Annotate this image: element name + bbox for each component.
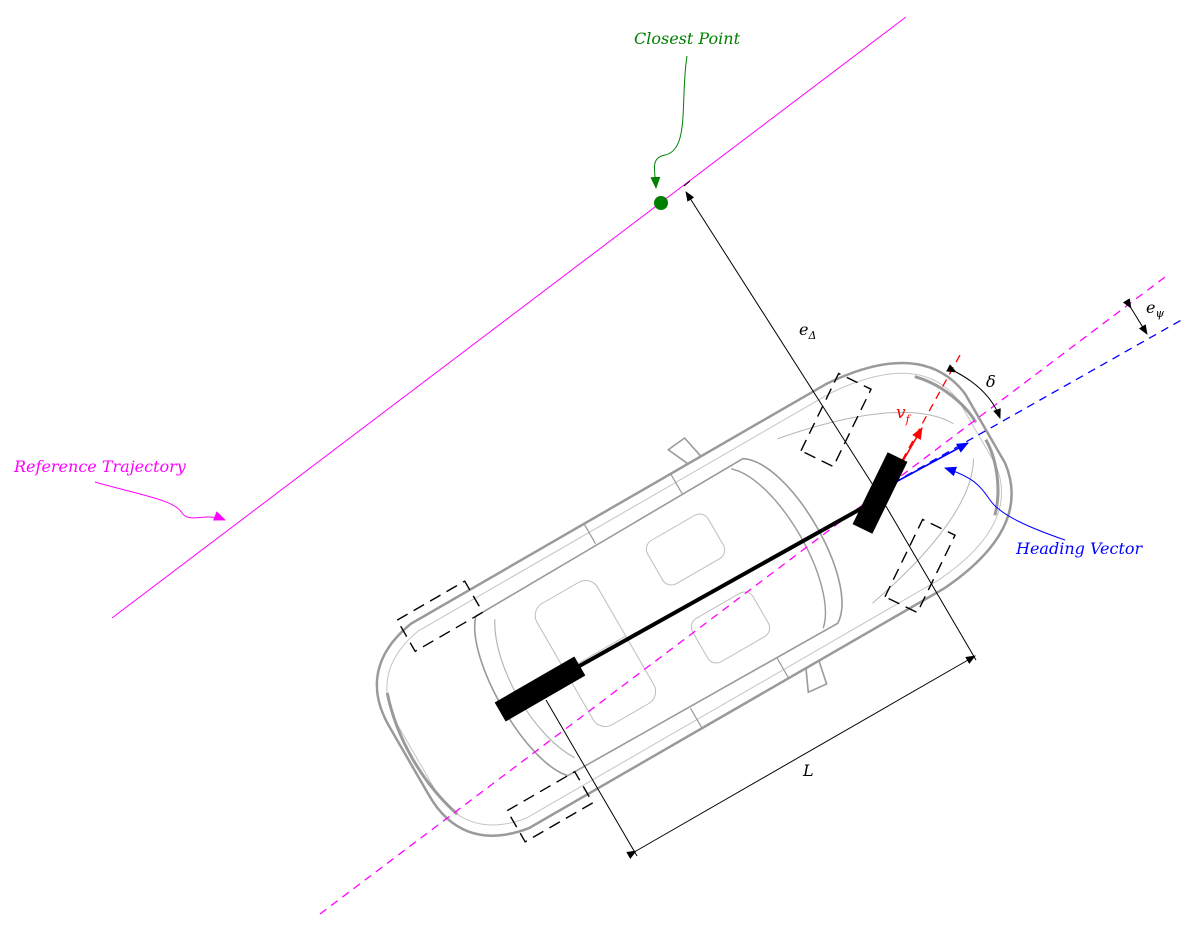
rear-wheel [494, 656, 586, 722]
heading-vector-label: Heading Vector [1015, 539, 1144, 558]
front-left-wheel-well [800, 372, 872, 468]
cross-track-error-sub: Δ [807, 329, 816, 342]
front-wheel [852, 452, 908, 534]
front-right-wheel-well [884, 518, 956, 614]
cross-track-error-base: e [799, 320, 808, 339]
heading-error-base: e [1146, 298, 1155, 317]
steering-angle-label: δ [986, 372, 996, 391]
heading-error-label: eψ [1146, 298, 1164, 320]
cross-track-extension [683, 180, 691, 187]
reference-trajectory-line [111, 16, 907, 619]
front-velocity-label: vf [896, 403, 912, 426]
front-velocity-sub: f [905, 413, 912, 426]
reference-trajectory-leader [94, 481, 226, 521]
steering-angle-arc [946, 364, 1001, 419]
heading-error-arrow [1122, 298, 1148, 335]
vehicle-axis-dashed [319, 276, 1166, 915]
cross-track-error-label: eΔ [799, 320, 816, 342]
closest-point-label: Closest Point [634, 29, 741, 48]
closest-point-leader [650, 55, 688, 189]
car-outline [375, 361, 1013, 843]
heading-vector-line [880, 317, 1186, 491]
wheelbase-dimension-line [626, 655, 976, 859]
front-velocity-base: v [896, 403, 906, 423]
cross-track-error-line [685, 191, 881, 497]
heading-error-sub: ψ [1155, 307, 1164, 320]
front-axle-extension [879, 495, 977, 661]
reference-trajectory-label: Reference Trajectory [13, 457, 187, 476]
rear-axle-extension [545, 699, 638, 857]
wheelbase-label: L [802, 761, 814, 780]
closest-point-dot [654, 196, 668, 210]
wheelbase-bar [539, 496, 881, 690]
heading-vector-leader [944, 466, 1066, 541]
